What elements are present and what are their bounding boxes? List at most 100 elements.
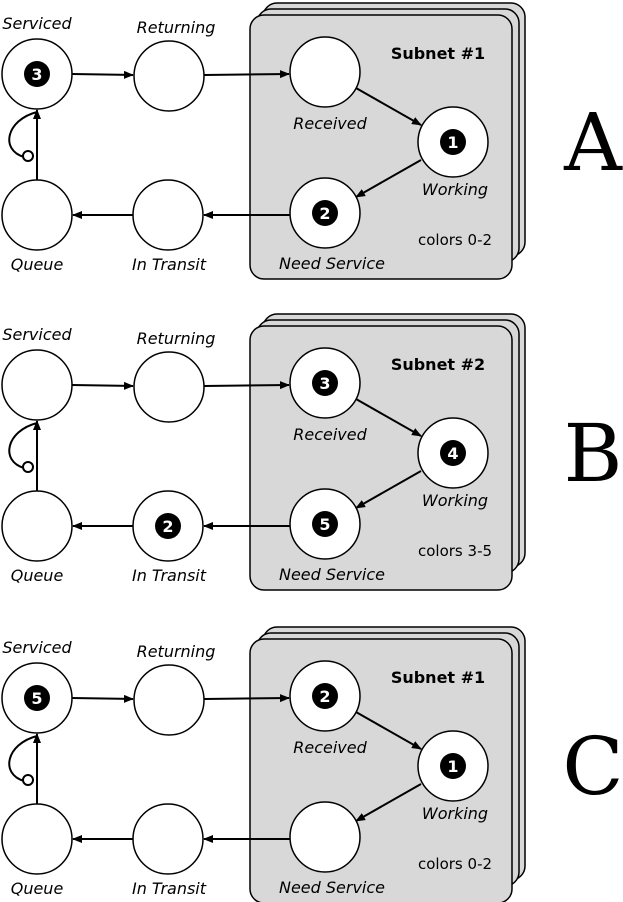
arrow-serviced-to-returning	[71, 694, 134, 703]
node-label: Working	[422, 804, 488, 823]
node-circle	[1, 349, 73, 421]
token-number: 2	[162, 517, 173, 536]
node-label: Returning	[137, 329, 216, 348]
node-queue: Queue	[1, 490, 73, 585]
token-number: 3	[319, 374, 330, 393]
token-number: 5	[31, 689, 42, 708]
token	[312, 200, 338, 226]
node-circle	[1, 490, 73, 562]
node-in-transit: In Transit	[132, 803, 207, 898]
token-number: 4	[447, 444, 458, 463]
node-in-transit: In Transit 2	[132, 490, 207, 585]
token	[24, 685, 50, 711]
panel-letter: A	[563, 96, 623, 189]
node-label: Working	[422, 491, 488, 510]
arrow-received-to-working	[355, 87, 422, 126]
inhibitor-circle	[22, 150, 34, 162]
node-returning: Returning	[133, 642, 216, 736]
node-circle	[132, 803, 204, 875]
node-label: In Transit	[132, 566, 207, 585]
node-serviced: Serviced 5	[1, 638, 73, 734]
inhibitor-arc	[8, 111, 38, 158]
node-need-service: Need Service 2	[279, 177, 385, 273]
arrow-working-to-need-service	[355, 783, 422, 822]
panel-c: Subnet #1 colors 0-2 Serviced 5 ReturningRec…	[1, 626, 623, 902]
node-label: Received	[293, 738, 367, 757]
token	[312, 683, 338, 709]
colors-label: colors 0-2	[418, 231, 492, 249]
panel-letter: B	[564, 407, 623, 500]
arrow-working-to-need-service	[355, 470, 422, 509]
token	[24, 61, 50, 87]
node-label: Queue	[11, 879, 64, 898]
arrow-serviced-to-returning	[71, 70, 134, 79]
colors-label: colors 3-5	[418, 542, 492, 560]
inhibitor-arc	[8, 735, 38, 782]
node-label: Returning	[137, 18, 216, 37]
node-circle	[289, 36, 361, 108]
node-label: Received	[293, 114, 367, 133]
node-working: Working 1	[417, 106, 489, 199]
node-label: Serviced	[2, 638, 72, 657]
node-queue: Queue	[1, 179, 73, 274]
node-circle	[289, 801, 361, 873]
node-label: Need Service	[279, 254, 385, 273]
token-number: 5	[319, 515, 330, 534]
arrow-received-to-working	[355, 711, 422, 750]
node-serviced: Serviced	[1, 325, 73, 421]
node-returning: Returning	[133, 18, 216, 112]
inhibitor-circle	[22, 461, 34, 473]
node-need-service: Need Service	[279, 801, 385, 897]
arrow-returning-to-received	[203, 70, 290, 79]
node-working: Working 1	[417, 730, 489, 823]
token-number: 1	[447, 757, 458, 776]
node-circle	[132, 179, 204, 251]
node-label: Need Service	[279, 565, 385, 584]
node-circle	[133, 40, 205, 112]
panel-b: Subnet #2 colors 3-5 Serviced ReturningRece…	[1, 313, 623, 591]
token-number: 1	[447, 133, 458, 152]
node-circle	[133, 664, 205, 736]
colors-label: colors 0-2	[418, 855, 492, 873]
panel-letter: C	[562, 720, 623, 813]
token	[155, 513, 181, 539]
subnet-title: Subnet #1	[391, 668, 485, 687]
arrow-received-to-working	[355, 398, 422, 437]
inhibitor-circle	[22, 774, 34, 786]
node-label: In Transit	[132, 879, 207, 898]
arrow-working-to-need-service	[355, 159, 422, 198]
token-number: 2	[319, 687, 330, 706]
node-label: Serviced	[2, 14, 72, 33]
token-number: 2	[319, 204, 330, 223]
node-label: In Transit	[132, 255, 207, 274]
node-in-transit: In Transit	[132, 179, 207, 274]
subnet-title: Subnet #2	[391, 355, 485, 374]
token-number: 3	[31, 65, 42, 84]
token	[440, 440, 466, 466]
node-received: Received 3	[289, 347, 368, 444]
node-queue: Queue	[1, 803, 73, 898]
arrow-returning-to-received	[203, 381, 290, 390]
node-label: Need Service	[279, 878, 385, 897]
arrow-serviced-to-returning	[71, 381, 134, 390]
arrow-returning-to-received	[203, 694, 290, 703]
node-circle	[1, 179, 73, 251]
node-returning: Returning	[133, 329, 216, 423]
node-circle	[1, 803, 73, 875]
node-serviced: Serviced 3	[1, 14, 73, 110]
node-label: Received	[293, 425, 367, 444]
token	[312, 511, 338, 537]
token	[440, 129, 466, 155]
inhibitor-arc	[8, 422, 38, 469]
node-label: Queue	[11, 566, 64, 585]
node-received: Received 2	[289, 660, 368, 757]
node-circle	[133, 351, 205, 423]
node-working: Working 4	[417, 417, 489, 510]
token	[440, 753, 466, 779]
token	[312, 370, 338, 396]
node-label: Working	[422, 180, 488, 199]
node-label: Returning	[137, 642, 216, 661]
node-received: Received	[289, 36, 368, 133]
